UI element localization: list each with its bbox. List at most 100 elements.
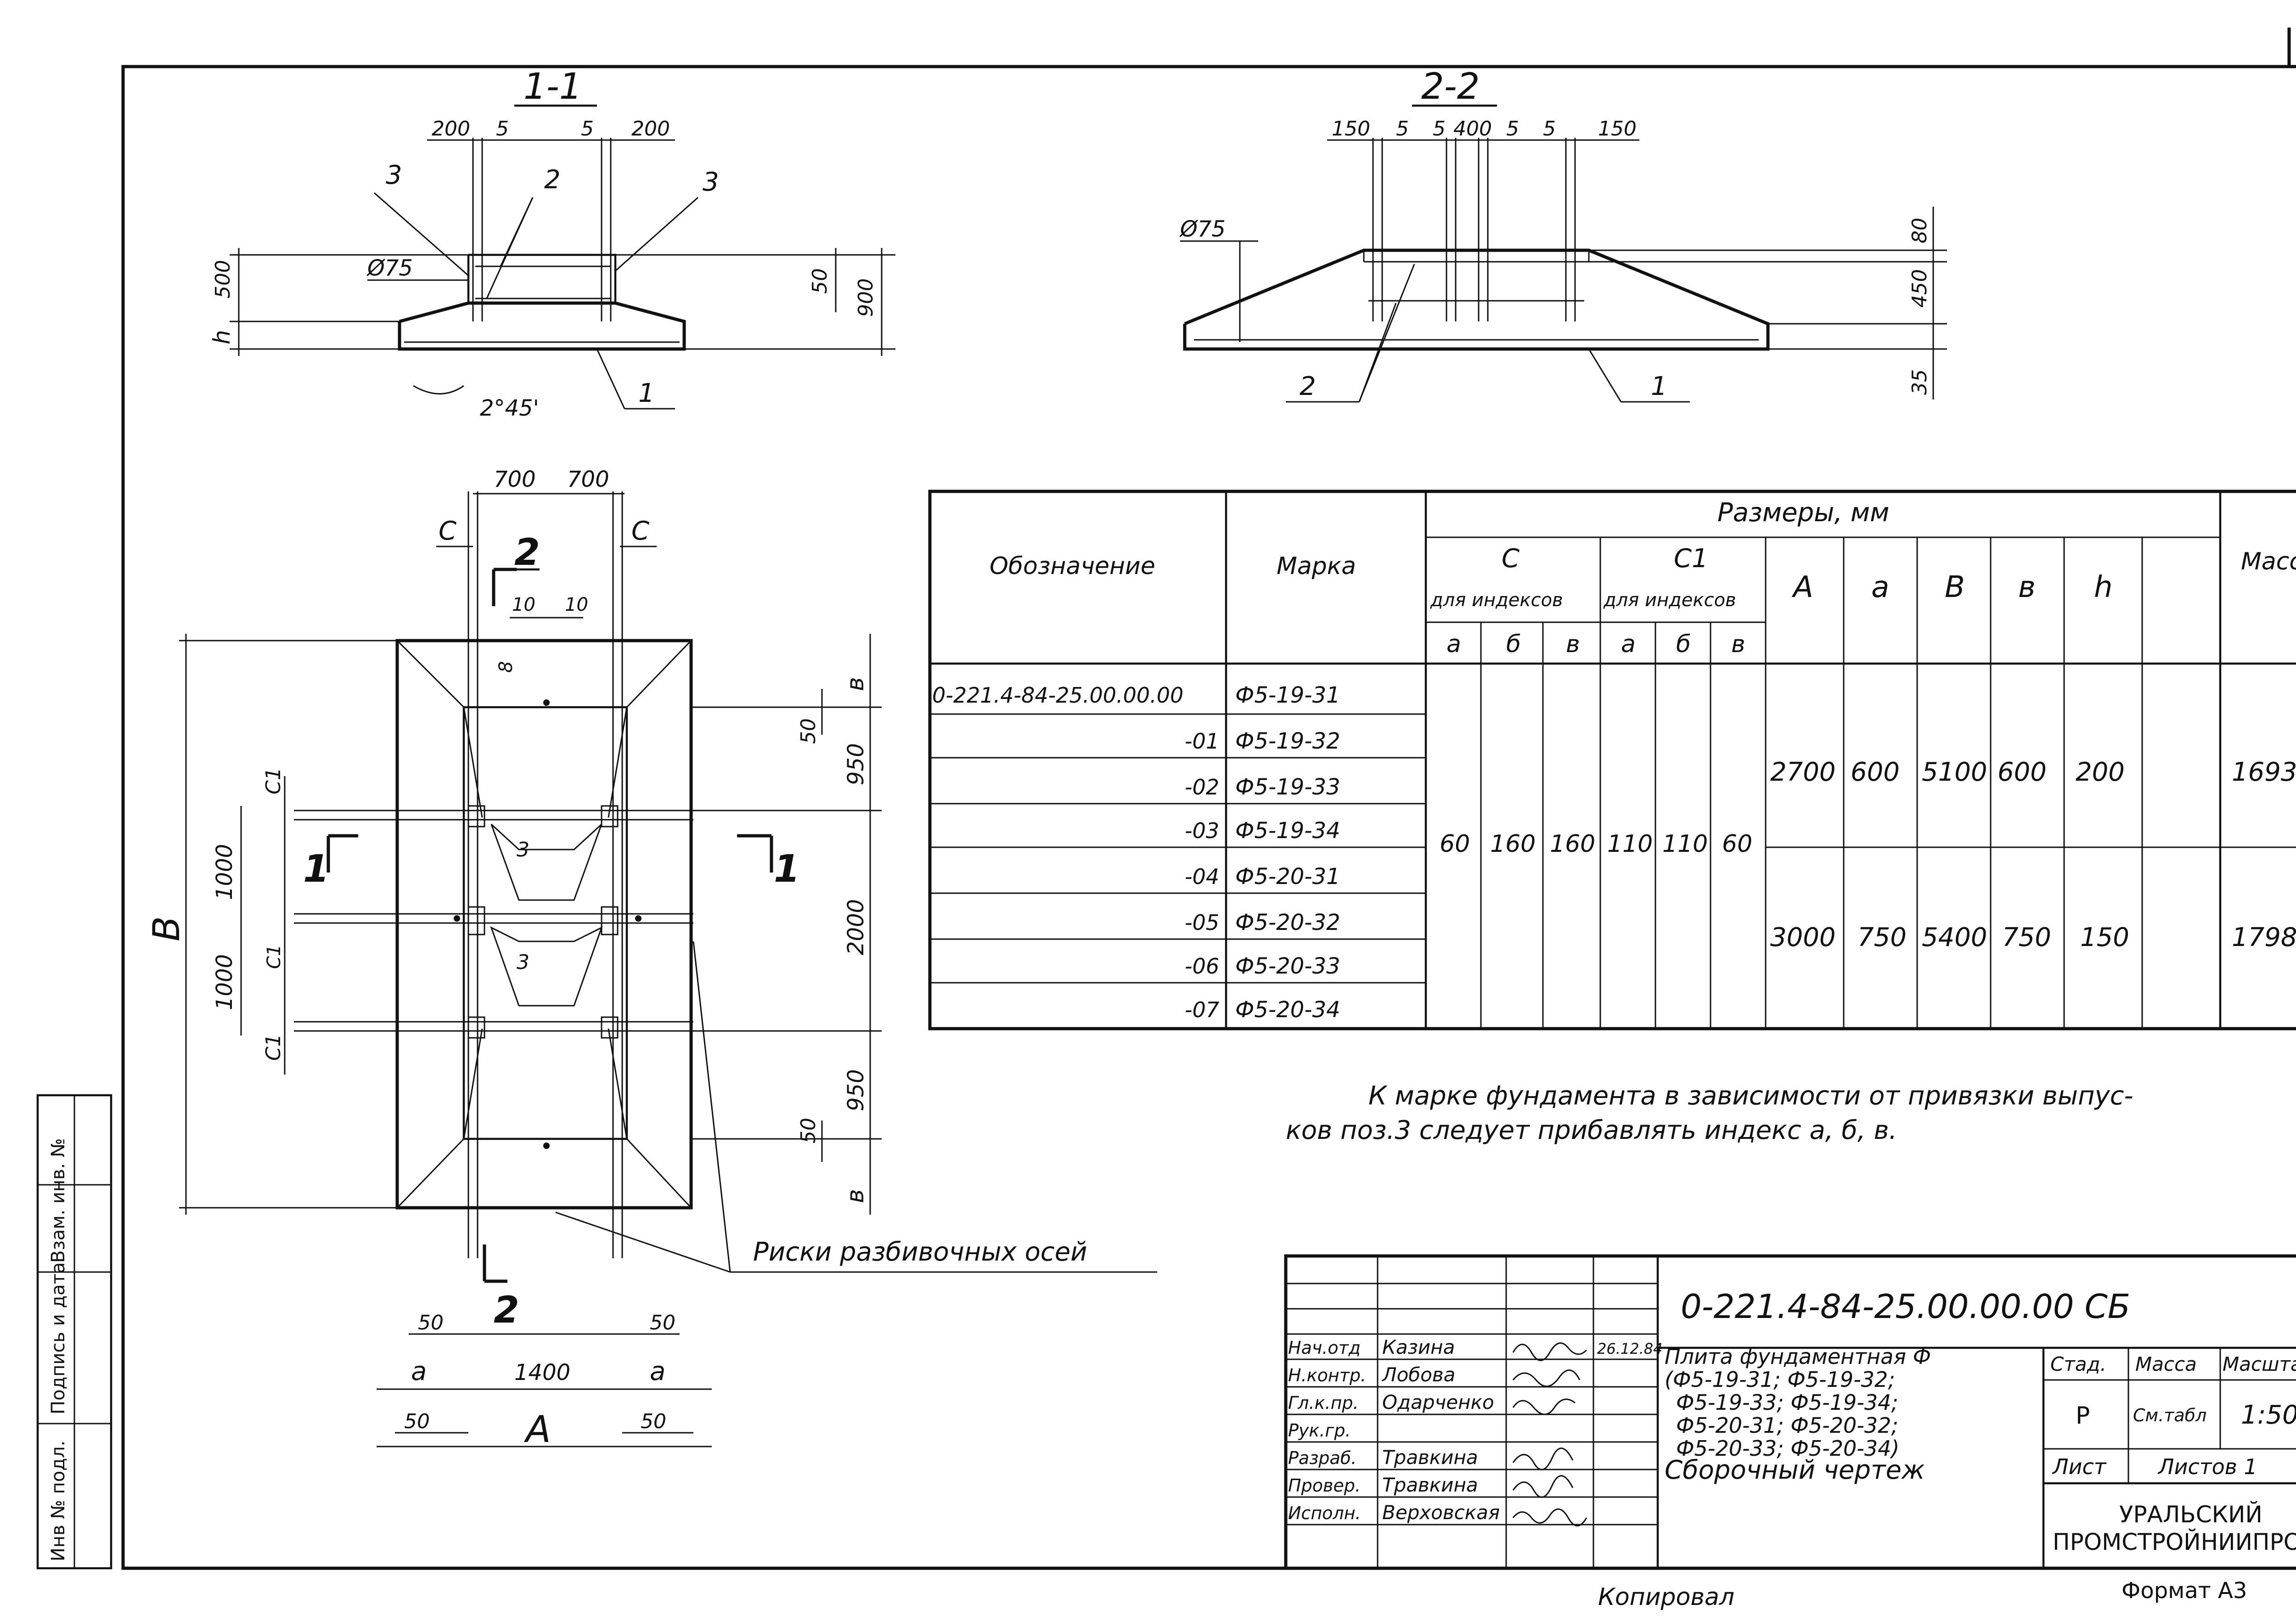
- tb-sheets-label: Листов 1: [2157, 1454, 2257, 1479]
- s22-dim-35: 35: [1908, 369, 1931, 395]
- tb-name-1: Казина: [1382, 1336, 1455, 1358]
- tb-role-ruk-gr: Рук.гр.: [1288, 1420, 1351, 1441]
- s11-dim-h: h: [208, 330, 235, 344]
- s22-dim-5-a: 5: [1396, 117, 1409, 141]
- th-for-index-c: для индексов: [1430, 590, 1563, 611]
- section-1-1-title: 1-1: [523, 66, 582, 107]
- plan-c1-mid: C1: [264, 945, 285, 969]
- tb-stage-value: Р: [2076, 1402, 2090, 1430]
- row7-marka: Ф5-20-33: [1235, 953, 1340, 979]
- c-val-b: 160: [1490, 830, 1536, 858]
- signature-1: [1512, 1342, 1587, 1361]
- g1-B: 5100: [1922, 757, 1987, 787]
- s22-callout-1: 1: [1651, 372, 1667, 401]
- plan-dim-10-left: 10: [512, 594, 535, 615]
- th-for-index-c1: для индексов: [1603, 590, 1736, 611]
- plan-c-right: C: [631, 516, 649, 546]
- c1-val-v: 60: [1722, 830, 1752, 858]
- row5-designation: -04: [1185, 864, 1219, 889]
- plan-section-mark-1-left: 1: [303, 847, 329, 891]
- tb-scale-label: Масштаб: [2223, 1353, 2296, 1375]
- tb-mass-label: Масса: [2135, 1353, 2197, 1375]
- th-c1: C1: [1674, 544, 1708, 574]
- th-h: h: [2094, 570, 2113, 604]
- s11-dim-500: 500: [211, 260, 235, 298]
- row1-marka: Ф5-19-31: [1235, 682, 1340, 708]
- row8-designation: -07: [1185, 997, 1219, 1022]
- plan-section-mark-2-bottom: 2: [494, 1289, 519, 1331]
- plan-c1-bottom: C1: [262, 1034, 285, 1061]
- row3-marka: Ф5-19-33: [1235, 774, 1340, 800]
- row6-marka: Ф5-20-32: [1235, 910, 1340, 935]
- plan-right-50-bottom: 50: [797, 1118, 820, 1143]
- g1-mass: 16930: [2232, 757, 2296, 787]
- s22-dim-80: 80: [1908, 218, 1931, 243]
- tb-org-line-2: ПРОМСТРОЙНИИПРОЕКТ: [2053, 1528, 2296, 1555]
- tb-product-1: Плита фундаментная Ф: [1665, 1344, 1931, 1369]
- tb-sheet-label: Лист: [2052, 1454, 2107, 1479]
- tb-role-n-kontr: Н.контр.: [1288, 1365, 1366, 1385]
- g2-A: 3000: [1770, 923, 1836, 952]
- th-marka: Марка: [1277, 552, 1356, 580]
- plan-bottom-A: A: [523, 1408, 551, 1451]
- g2-mass: 17980: [2232, 923, 2296, 952]
- th-sub-v1: в: [1731, 631, 1745, 658]
- s22-dim-400: 400: [1453, 117, 1492, 141]
- g2-B: 5400: [1922, 923, 1987, 952]
- th-sub-a: а: [1446, 631, 1461, 658]
- c1-val-b: 110: [1662, 830, 1708, 858]
- plan-bottom-50-right: 50: [650, 1311, 675, 1334]
- g1-h: 200: [2076, 757, 2125, 787]
- tb-role-nach-otd: Нач.отд: [1288, 1338, 1361, 1358]
- g1-a: 600: [1851, 757, 1900, 787]
- plan-dim-700-right: 700: [567, 467, 609, 492]
- th-sizes: Размеры, мм: [1717, 498, 1889, 528]
- plan-right-950-top: 950: [843, 743, 869, 785]
- tb-product-5: Ф5-20-33; Ф5-20-34): [1676, 1436, 1899, 1461]
- title-block: 0-221.4-84-25.00.00.00 СБ Нач.отд Н.конт…: [1284, 1254, 2296, 1570]
- plan-view: 700 700 C C 2 10 10 8: [145, 467, 1157, 1451]
- plan-right-950-bottom: 950: [843, 1069, 869, 1111]
- c-val-a: 60: [1440, 830, 1470, 858]
- footer-format: Формат А3: [2122, 1578, 2247, 1604]
- th-sub-b1: б: [1676, 631, 1691, 658]
- th-sub-v: в: [1566, 631, 1580, 658]
- spec-table: Обозначение Марка Размеры, мм C C1 для и…: [928, 490, 2296, 1030]
- plan-inner-3-bottom: 3: [517, 951, 529, 974]
- s11-callout-3-left: 3: [386, 160, 402, 190]
- s11-dim-200-right: 200: [631, 117, 670, 141]
- tb-product-4: Ф5-20-31; Ф5-20-32;: [1676, 1413, 1898, 1438]
- c1-val-a: 110: [1607, 830, 1653, 858]
- s22-dim-5-c: 5: [1506, 117, 1519, 141]
- plan-bottom-1400: 1400: [514, 1360, 570, 1385]
- signature-6: [1512, 1475, 1574, 1498]
- row2-marka: Ф5-19-32: [1235, 728, 1340, 754]
- section-2-2-title: 2-2: [1421, 66, 1480, 107]
- note-line-2: ков поз.3 следует прибавлять индекс а, б…: [1286, 1115, 1897, 1145]
- s22-dim-150-right: 150: [1598, 117, 1637, 141]
- plan-right-50-top: 50: [797, 718, 820, 744]
- g1-A: 2700: [1770, 757, 1836, 787]
- th-designation: Обозначение: [990, 552, 1155, 580]
- tb-name-6: Травкина: [1382, 1474, 1478, 1496]
- s11-angle: 2°45': [480, 395, 539, 421]
- s22-callout-2: 2: [1300, 372, 1316, 401]
- c-val-v: 160: [1550, 830, 1595, 858]
- g2-b: 750: [2002, 923, 2051, 952]
- th-mass: Масса, кг: [2241, 548, 2296, 575]
- tb-date: 26.12.84: [1597, 1340, 1663, 1357]
- tb-scale-value: 1:50: [2241, 1400, 2296, 1430]
- stamp-signature-date: Подпись и дата: [48, 1262, 69, 1414]
- plan-dim-1000-top: 1000: [212, 844, 237, 900]
- plan-bottom-a-right: a: [650, 1357, 665, 1386]
- signature-3: [1512, 1398, 1576, 1415]
- plan-inner-3-top: 3: [517, 838, 529, 861]
- tb-role-razrab: Разраб.: [1288, 1448, 1356, 1468]
- plan-bottom-50-left: 50: [418, 1311, 444, 1334]
- th-sub-b: б: [1506, 631, 1521, 658]
- tb-org-line-1: УРАЛЬСКИЙ: [2119, 1501, 2262, 1528]
- s11-dim-200-left: 200: [432, 117, 470, 141]
- row4-marka: Ф5-19-34: [1235, 818, 1340, 844]
- side-stamp: Инв № подл. Подпись и дата Взам. инв. №: [36, 1094, 113, 1570]
